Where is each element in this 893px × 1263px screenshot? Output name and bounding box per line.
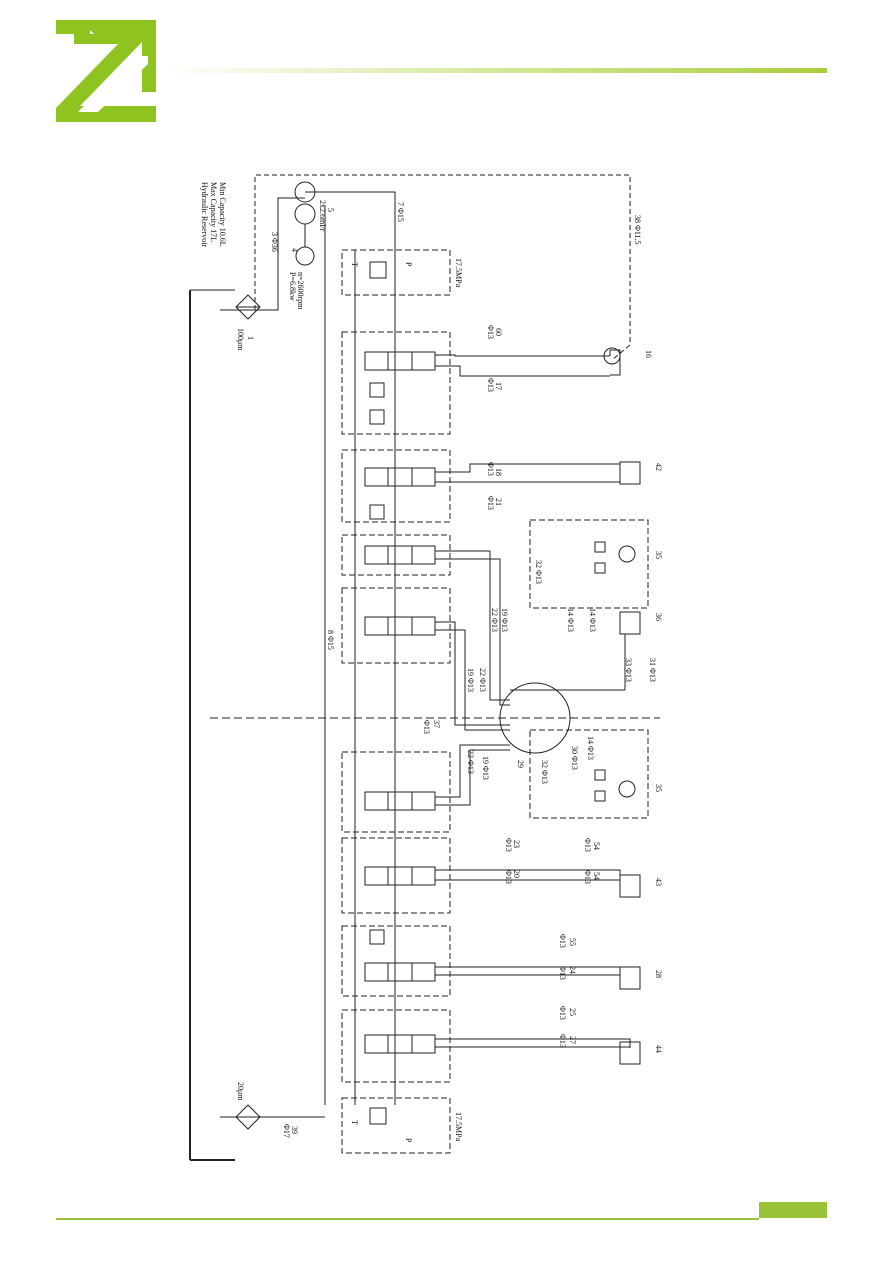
- line-20-dia: Φ13: [504, 870, 513, 884]
- motor-power: P=6.8kw: [288, 272, 297, 301]
- line-18-dia: Φ13: [486, 462, 495, 476]
- line-60-dia: Φ13: [486, 325, 495, 339]
- zl-brand-logo-icon: [56, 20, 156, 122]
- line-24-dia: Φ13: [558, 966, 567, 980]
- line-20: 20: [512, 870, 521, 878]
- line-37: 37: [432, 720, 441, 728]
- line-18: 18: [494, 468, 503, 476]
- header-rule: [160, 68, 827, 73]
- actuator-42: 42: [654, 463, 663, 471]
- line-37-dia: Φ13: [422, 720, 431, 734]
- actuator-28: 28: [654, 970, 663, 978]
- line-54b: 54: [592, 872, 601, 880]
- line-27-dia: Φ13: [558, 1034, 567, 1048]
- suction-line-label: 3 Φ36: [270, 232, 279, 252]
- drain-line-label: 38 Φ11.5: [633, 215, 642, 245]
- line-32: 32 Φ13: [534, 560, 543, 584]
- line-32b: 32 Φ13: [540, 760, 549, 784]
- relief-bottom-port-p: P: [404, 1138, 413, 1143]
- return-filter-rating: 20μm: [236, 1082, 245, 1101]
- return-line-id: 39: [290, 1126, 299, 1134]
- relief-bottom-port-t: T: [350, 1120, 359, 1125]
- line-25-dia: Φ13: [558, 1006, 567, 1020]
- line-24: 24: [568, 966, 577, 974]
- line-55: 55: [568, 938, 577, 946]
- line-21-dia: Φ13: [486, 496, 495, 510]
- tank-return-label: 8 Φ15: [326, 630, 335, 650]
- line-29: 29: [516, 760, 525, 768]
- line-60: 60: [494, 328, 503, 336]
- actuator-36: 36: [654, 613, 663, 621]
- line-21: 21: [494, 498, 503, 506]
- line-19c: 19 Φ13: [481, 756, 490, 780]
- suction-filter-id: 1: [246, 336, 255, 340]
- line-14c: 14 Φ13: [586, 736, 595, 760]
- line-30: 30 Φ13: [570, 746, 579, 770]
- line-27: 27: [568, 1036, 577, 1044]
- line-14a: 14 Φ13: [566, 608, 575, 632]
- pressure-main-label: 7 Φ15: [396, 202, 405, 222]
- line-54b-dia: Φ13: [583, 870, 592, 884]
- relief-top-port-p: P: [404, 262, 413, 267]
- line-25: 25: [568, 1008, 577, 1016]
- line-54a: 54: [592, 842, 601, 850]
- return-line-dia: Φ17: [282, 1124, 291, 1138]
- line-23: 23: [512, 840, 521, 848]
- line-33: 33 Φ13: [624, 658, 633, 682]
- page-number-tab: [759, 1202, 827, 1218]
- motor-id: 4: [290, 248, 299, 252]
- actuator-43: 43: [654, 878, 663, 886]
- reservoir-max-capacity: Max Capacity 17L: [209, 182, 218, 242]
- line-55-dia: Φ13: [558, 934, 567, 948]
- reservoir-min-capacity: Min Capacity 10.6L: [218, 182, 227, 247]
- pump-displacement: 2x2.6ml/r: [318, 200, 327, 232]
- actuator-35a: 35: [654, 551, 663, 559]
- line-31: 31 Φ13: [648, 658, 657, 682]
- pump-id: 5: [326, 208, 335, 212]
- actuator-44: 44: [654, 1045, 663, 1053]
- reservoir-title: Hydraulic Reservoir: [200, 182, 209, 247]
- line-17: 17: [494, 382, 503, 390]
- line-22c: 22 Φ13: [466, 750, 475, 774]
- line-19: 19 Φ13: [500, 608, 509, 632]
- relief-top-port-t: T: [350, 262, 359, 267]
- line-14b: 14 Φ13: [588, 608, 597, 632]
- hydraulic-schematic: Hydraulic Reservoir Max Capacity 17L Min…: [189, 174, 663, 1161]
- line-19b: 19 Φ13: [466, 668, 475, 692]
- footer-rule: [56, 1218, 759, 1220]
- suction-filter-rating: 100μm: [236, 328, 245, 351]
- relief-top-pressure: 17.5MPa: [454, 258, 463, 288]
- relief-bottom-pressure: 17.5MPa: [454, 1112, 463, 1142]
- line-17-dia: Φ13: [486, 378, 495, 392]
- line-22b: 22 Φ13: [478, 668, 487, 692]
- line-22: 22 Φ13: [490, 608, 499, 632]
- actuator-35b: 35: [654, 784, 663, 792]
- actuator-16: 16: [644, 350, 653, 358]
- line-23-dia: Φ13: [504, 838, 513, 852]
- motor-speed: n=2600rpm: [296, 272, 305, 310]
- line-54a-dia: Φ13: [583, 838, 592, 852]
